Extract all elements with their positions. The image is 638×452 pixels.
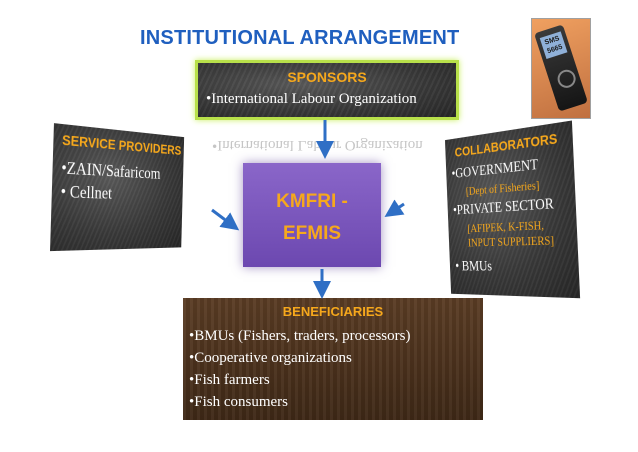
- center-line-2: EFMIS: [282, 223, 342, 244]
- page-title: INSTITUTIONAL ARRANGEMENT: [140, 27, 460, 49]
- sponsors-box: SPONSORS •International Labour Organizat…: [195, 60, 459, 120]
- arrow-service-to-center: [211, 208, 240, 231]
- beneficiary-item: •Fish farmers: [189, 372, 270, 388]
- beneficiary-item: •BMUs (Fishers, traders, processors): [189, 328, 411, 344]
- beneficiaries-box: BENEFICIARIES •BMUs (Fishers, traders, p…: [183, 298, 483, 420]
- center-line-1: KMFRI -: [276, 191, 348, 212]
- beneficiary-item: •Fish consumers: [189, 394, 289, 410]
- sponsors-item: •International Labour Organization: [206, 91, 417, 107]
- center-node: KMFRI - EFMIS: [243, 163, 381, 267]
- beneficiary-item: •Cooperative organizations: [189, 350, 352, 366]
- phone-image: SMS 5665: [531, 18, 591, 119]
- beneficiaries-heading: BENEFICIARIES: [282, 304, 384, 319]
- arrow-collab-to-center: [384, 199, 405, 217]
- sponsors-heading: SPONSORS: [287, 69, 367, 85]
